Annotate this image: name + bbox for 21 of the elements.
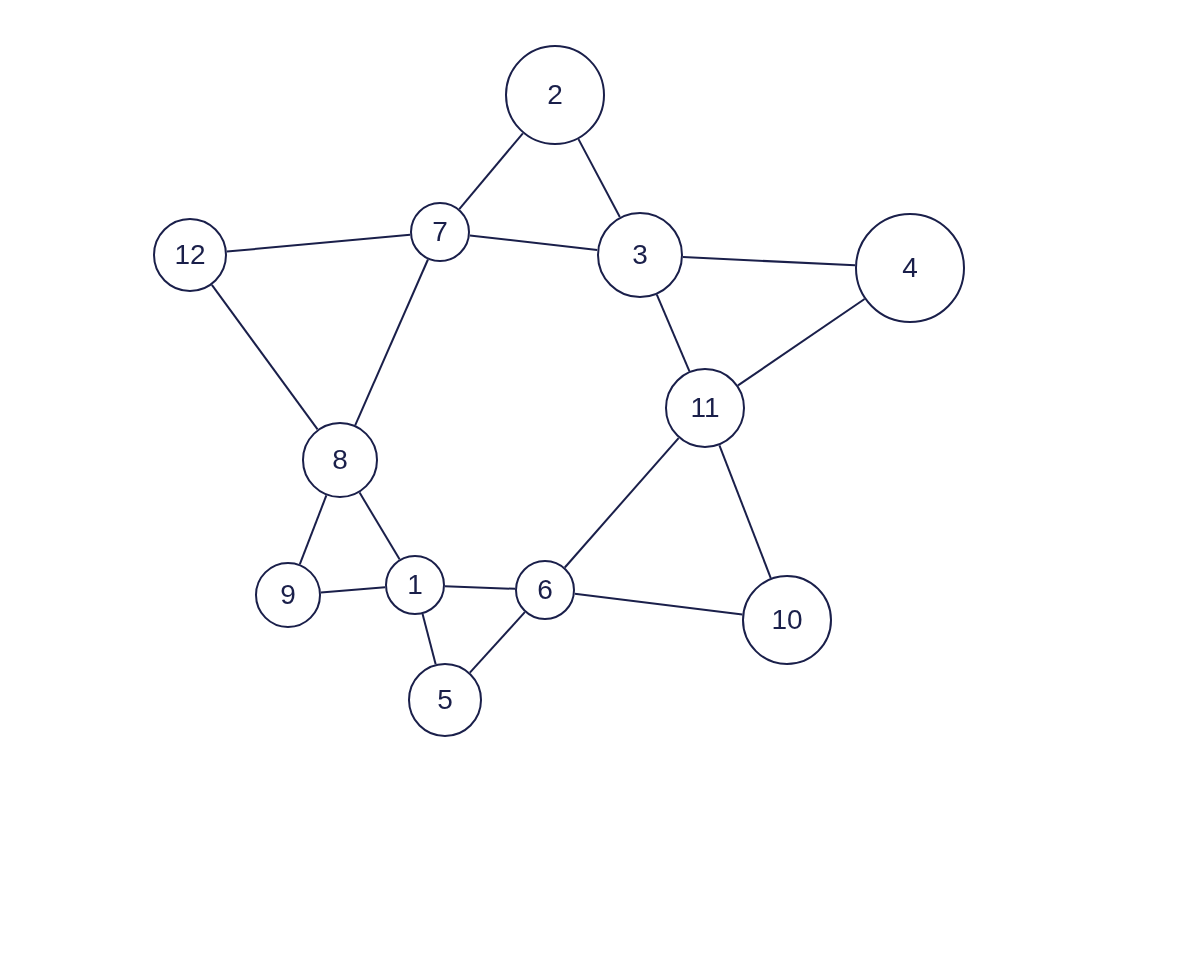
number-label: 2 [547,78,563,112]
connector-line [577,138,621,219]
number-label: 4 [902,251,918,285]
number-label: 9 [280,578,296,612]
number-label: 7 [432,215,448,249]
number-label: 8 [332,443,348,477]
number-label: 12 [174,238,206,272]
number-label: 11 [690,391,720,425]
number-label: 1 [407,568,423,602]
connector-line [468,611,526,674]
connector-line [421,613,437,666]
number-label: 3 [632,238,648,272]
connector-line [358,491,401,561]
number-label: 5 [437,683,453,717]
connector-line [737,298,866,387]
connector-line [458,132,524,210]
number-label: 6 [537,573,553,607]
connector-line [444,585,516,590]
connector-line [210,283,319,431]
number-label: 10 [771,603,803,637]
connector-line [563,437,680,569]
